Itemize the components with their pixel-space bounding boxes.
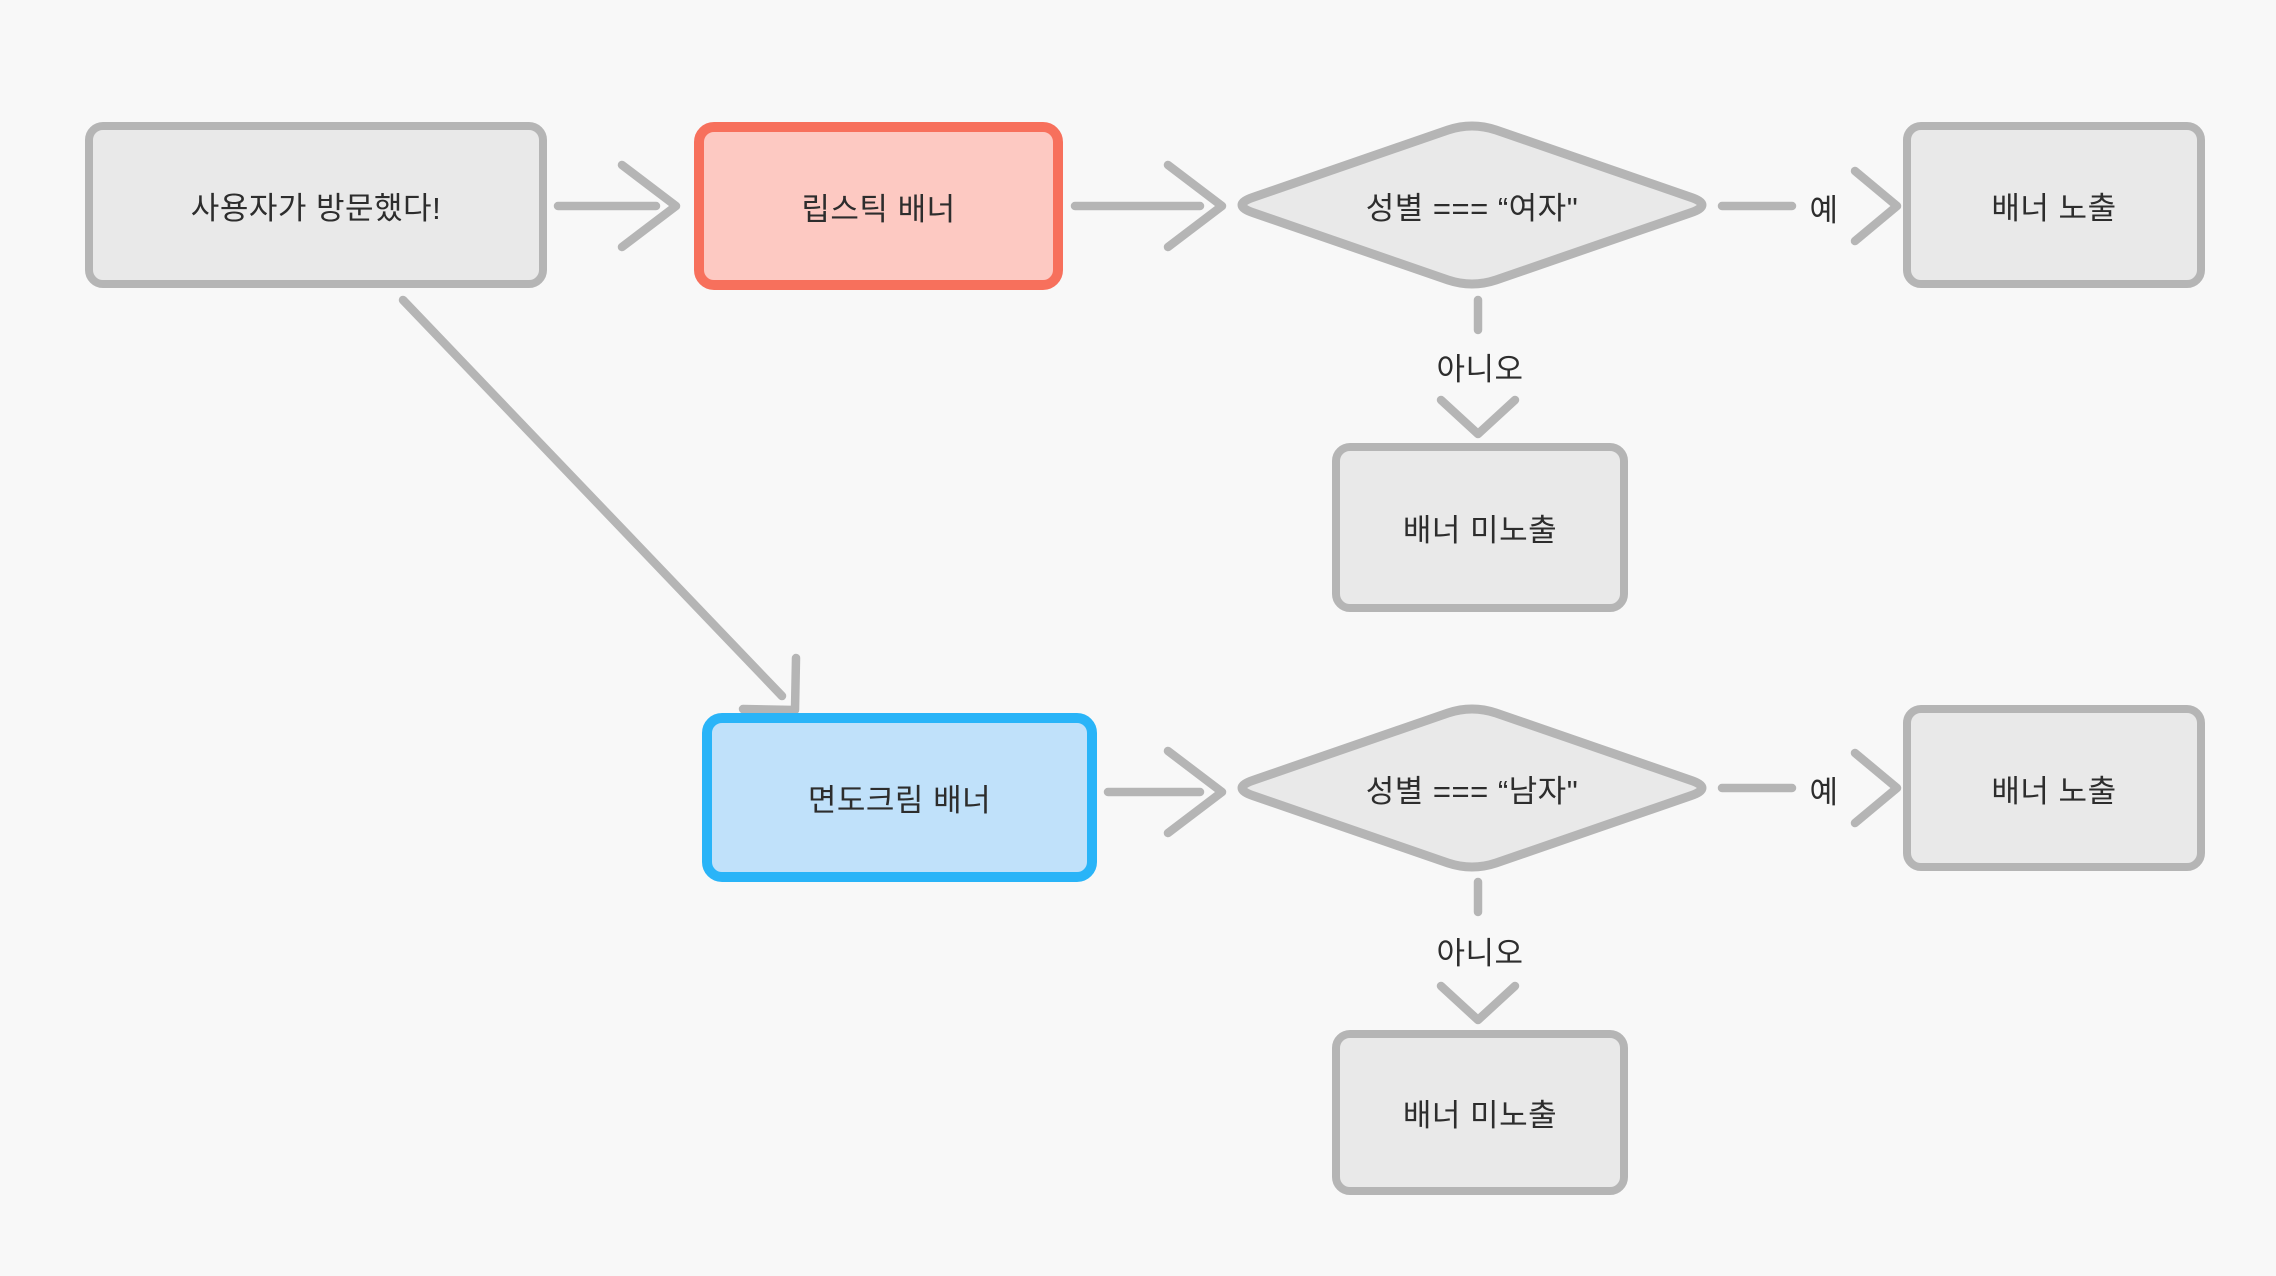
node-shaving-cream-banner: 면도크림 배너 [702,713,1097,882]
edge-male-no [1436,877,1520,1025]
edge-female-no [1436,295,1520,439]
diamond-label-gender-male: 성별 === “남자" [1365,773,1579,809]
node-user-visited: 사용자가 방문했다! [85,122,547,288]
edge-label-no-female: 아니오 [1436,351,1524,387]
edge-female-yes [1717,166,1902,246]
edge-start-to-lipstick [553,160,681,252]
diamond-label-gender-female: 성별 === “여자" [1365,190,1579,226]
node-banner-hidden-male: 배너 미노출 [1332,1030,1628,1195]
arrowhead-down-icon [1436,981,1520,1025]
arrowhead-right-icon [1163,160,1227,252]
arrowhead-right-icon [1850,166,1902,246]
node-banner-shown-male: 배너 노출 [1903,705,2205,871]
arrow-shaft [398,295,787,701]
diamond-gender-female-check [1237,121,1707,289]
node-lipstick-banner: 립스틱 배너 [694,122,1063,290]
edge-label-yes-male: 예 [1809,774,1839,810]
node-banner-hidden-female: 배너 미노출 [1332,443,1628,612]
edge-start-to-shaving-cream [398,295,801,715]
arrowhead-down-icon [1436,395,1520,439]
edge-shaving-cream-to-male-check [1103,746,1227,838]
diamond-gender-male-check [1237,704,1707,872]
node-banner-shown-female: 배너 노출 [1903,122,2205,288]
edge-lipstick-to-female-check [1070,160,1227,252]
arrowhead-right-icon [1850,748,1902,828]
edge-label-yes-female: 예 [1809,192,1839,228]
edge-male-yes [1717,748,1902,828]
edge-label-no-male: 아니오 [1436,935,1524,971]
arrowhead-right-icon [617,160,681,252]
arrowhead-diagonal-icon [738,653,801,715]
arrowhead-right-icon [1163,746,1227,838]
